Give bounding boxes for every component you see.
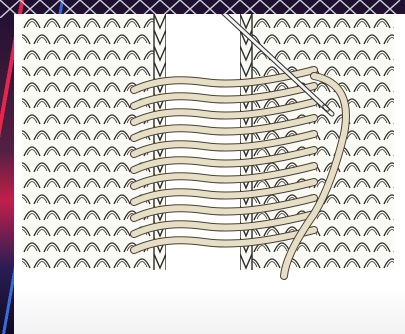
purl-bump (394, 211, 405, 220)
purl-bump-inner (14, 150, 17, 156)
purl-bump (14, 51, 20, 60)
purl-bump (14, 243, 20, 252)
purl-bump-inner (14, 22, 17, 28)
purl-bump-inner (397, 182, 405, 188)
purl-bump-inner (14, 182, 17, 188)
knitting-seam-illustration (14, 14, 405, 334)
purl-bump-inner (397, 150, 405, 156)
purl-bump-inner (14, 86, 17, 92)
purl-bump (14, 83, 20, 92)
purl-bump (394, 19, 405, 28)
purl-bump (394, 147, 405, 156)
purl-bump-inner (397, 22, 405, 28)
card-footer-fade (14, 288, 405, 334)
purl-bump (14, 19, 20, 28)
illustration-card (14, 14, 405, 334)
purl-bump-inner (397, 246, 405, 252)
purl-bump-inner (14, 214, 17, 220)
purl-bump (14, 211, 20, 220)
purl-bump-inner (14, 54, 17, 60)
purl-bump (394, 51, 405, 60)
purl-bump (14, 147, 20, 156)
purl-bump (394, 179, 405, 188)
purl-bump-inner (397, 54, 405, 60)
purl-bump (394, 115, 405, 124)
purl-bump (14, 115, 20, 124)
purl-bump-inner (397, 118, 405, 124)
purl-bump-inner (14, 246, 17, 252)
purl-bump-inner (397, 86, 405, 92)
purl-bump-inner (397, 214, 405, 220)
purl-bump (394, 243, 405, 252)
purl-bump (394, 83, 405, 92)
purl-bump-inner (14, 118, 17, 124)
purl-bump (14, 179, 20, 188)
